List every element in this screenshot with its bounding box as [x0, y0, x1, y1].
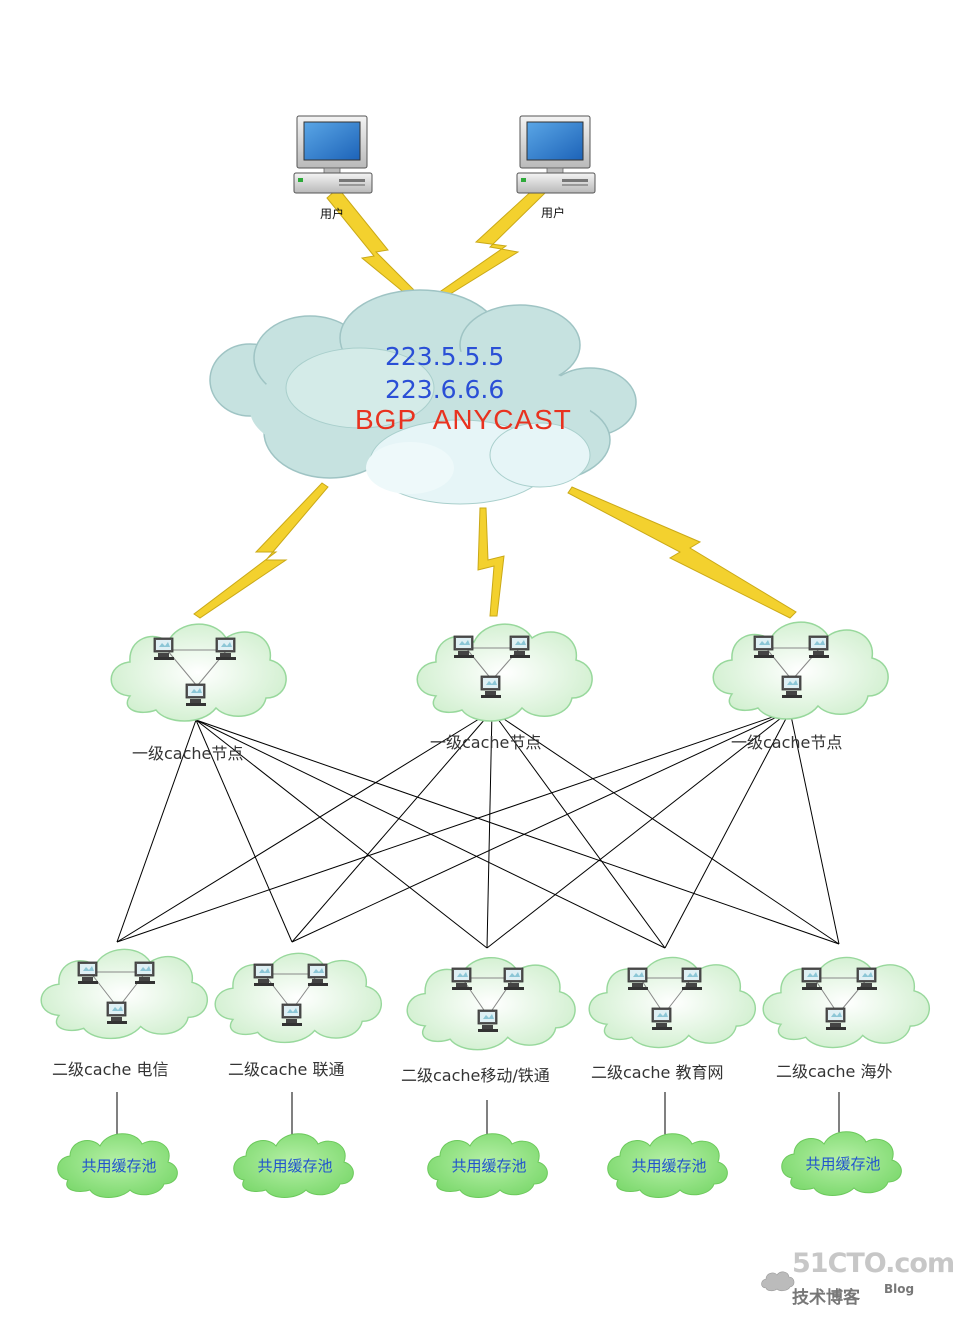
level1-node-cloud[interactable]	[416, 623, 593, 722]
level2-node-label: 二级cache 电信	[52, 1060, 169, 1079]
anycast-ip-1: 223.5.5.5	[385, 342, 505, 371]
level2-node-cloud[interactable]	[214, 952, 383, 1044]
mesh-link	[195, 719, 488, 949]
lightning-icon	[193, 482, 329, 619]
shared-pool-label: 共用缓存池	[805, 1155, 881, 1173]
mesh-link	[491, 710, 666, 949]
user-label: 用户	[320, 207, 345, 221]
mesh-link	[789, 710, 840, 945]
pool-links	[116, 1092, 840, 1138]
level1-node-cloud[interactable]	[712, 621, 889, 720]
level1-node-label: 一级cache节点	[430, 733, 542, 752]
lightning-icon	[477, 507, 505, 617]
cdn-topology-diagram	[40, 115, 931, 1292]
level1-node-label: 一级cache节点	[132, 744, 244, 763]
level2-node-cloud[interactable]	[762, 956, 931, 1049]
cloud-logo-icon	[761, 1271, 795, 1292]
mesh-link	[195, 719, 840, 945]
lightning-bolts	[193, 185, 797, 619]
level1-node-cloud[interactable]	[110, 623, 287, 722]
mesh-link	[116, 719, 197, 943]
user-computer-right[interactable]	[516, 115, 596, 194]
mesh-link	[664, 710, 791, 949]
mesh-link	[116, 710, 493, 943]
mesh-link	[195, 719, 293, 943]
watermark-blog: Blog	[884, 1282, 915, 1296]
shared-pool-label: 共用缓存池	[631, 1157, 707, 1175]
level2-node-cloud[interactable]	[40, 948, 209, 1040]
shared-pool-label: 共用缓存池	[451, 1157, 527, 1175]
level2-node-cloud[interactable]	[406, 956, 576, 1051]
watermark-sub: 技术博客	[792, 1288, 860, 1308]
level2-node-label: 二级cache 海外	[776, 1062, 893, 1081]
level2-node-label: 二级cache移动/铁通	[401, 1066, 550, 1085]
mesh-link	[291, 710, 791, 943]
mesh-link	[486, 710, 493, 949]
shared-pool-label: 共用缓存池	[257, 1157, 333, 1175]
lightning-icon	[427, 185, 546, 305]
level2-node-label: 二级cache 教育网	[591, 1063, 724, 1082]
lightning-icon	[567, 486, 797, 619]
level1-node-label: 一级cache节点	[731, 733, 843, 752]
mesh-link	[491, 710, 840, 945]
anycast-cloud	[209, 289, 637, 505]
user-label: 用户	[541, 206, 566, 220]
anycast-protocol-label: BGP ANYCAST	[355, 404, 572, 435]
mesh-link	[291, 710, 493, 943]
mesh-link	[486, 710, 791, 949]
mesh-link	[116, 710, 791, 943]
anycast-ip-2: 223.6.6.6	[385, 375, 505, 404]
mesh-links	[116, 710, 840, 949]
level2-node-label: 二级cache 联通	[228, 1060, 345, 1079]
watermark-site: 51CTO.com	[792, 1248, 954, 1279]
shared-pool-label: 共用缓存池	[81, 1157, 157, 1175]
level2-node-cloud[interactable]	[588, 956, 757, 1049]
user-computer-left[interactable]	[293, 115, 373, 194]
